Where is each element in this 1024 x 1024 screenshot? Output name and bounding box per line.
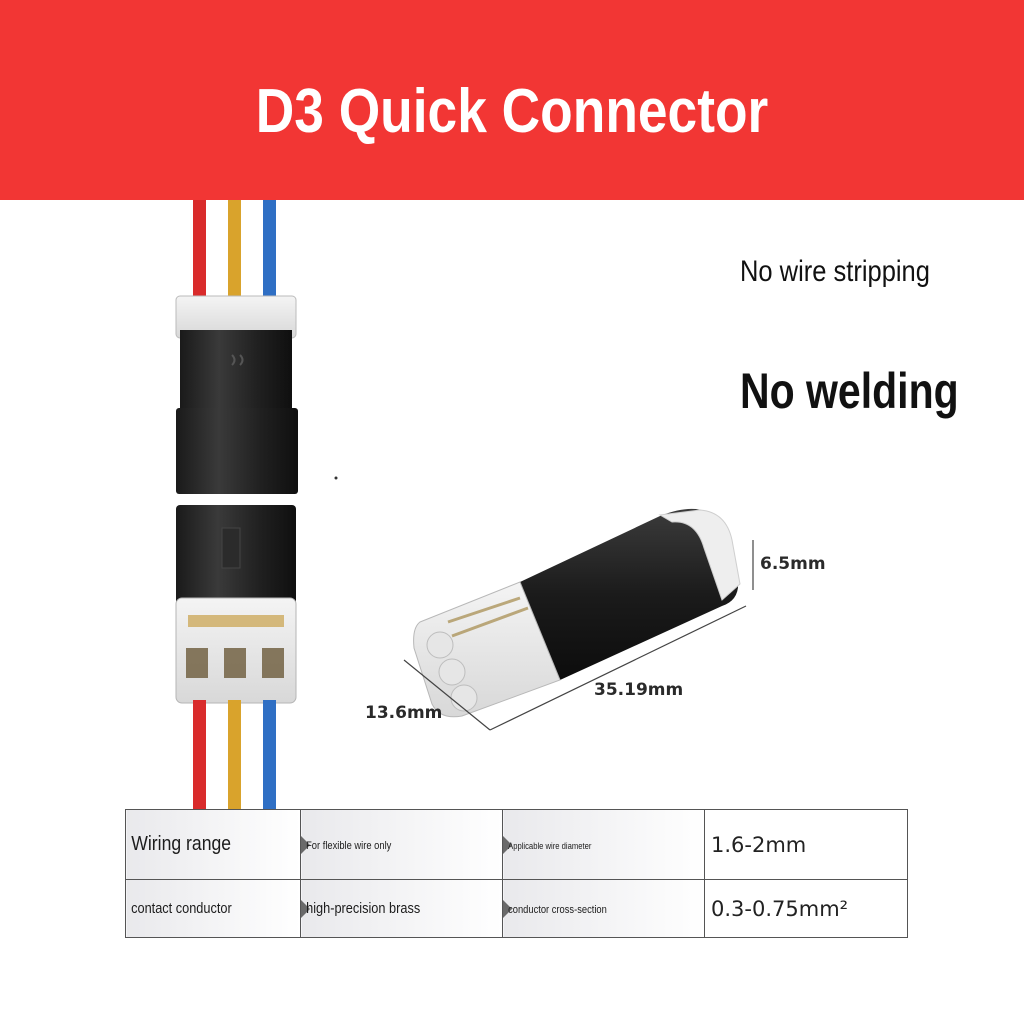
- spec-table: Wiring range For flexible wire only Appl…: [125, 809, 908, 938]
- dimension-lines: [403, 540, 754, 731]
- triangle-marker-icon: [301, 835, 310, 854]
- dimension-length: 35.19mm: [594, 680, 684, 700]
- spec-value: 0.3-0.75mm²: [711, 896, 849, 921]
- spec-label-cell: conductor cross-section: [502, 879, 705, 938]
- title-banner: D3 Quick Connector: [0, 0, 1024, 200]
- bottom-connector: [175, 505, 297, 704]
- dimension-width: 13.6mm: [365, 703, 443, 723]
- triangle-marker-icon: [503, 835, 512, 854]
- top-connector: [175, 295, 298, 494]
- spec-value: 1.6-2mm: [711, 832, 807, 857]
- angled-connector: [413, 508, 741, 718]
- table-row: contact conductor high-precision brass c…: [125, 879, 908, 938]
- triangle-marker-icon: [301, 899, 310, 918]
- spec-label-cell: Applicable wire diameter: [502, 809, 705, 880]
- spec-label: Applicable wire diameter: [508, 840, 592, 851]
- top-wires: [193, 200, 276, 300]
- bottom-wires: [193, 700, 276, 810]
- spec-value: For flexible wire only: [306, 839, 392, 852]
- feature-no-wire-stripping: No wire stripping: [740, 255, 930, 288]
- spec-value-cell: high-precision brass: [300, 879, 503, 938]
- spec-label: Wiring range: [131, 833, 232, 855]
- dimension-height: 6.5mm: [760, 554, 826, 574]
- spec-label-cell: contact conductor: [125, 879, 301, 938]
- spec-label-cell: Wiring range: [125, 809, 301, 880]
- feature-no-welding: No welding: [740, 363, 959, 419]
- triangle-marker-icon: [503, 899, 512, 918]
- spec-value-cell: For flexible wire only: [300, 809, 503, 880]
- spec-value-cell: 0.3-0.75mm²: [704, 879, 908, 938]
- table-row: Wiring range For flexible wire only Appl…: [125, 809, 908, 880]
- page-title: D3 Quick Connector: [255, 77, 769, 146]
- spec-label: conductor cross-section: [508, 903, 607, 916]
- spec-value-cell: 1.6-2mm: [704, 809, 908, 880]
- spec-value: high-precision brass: [306, 899, 421, 917]
- connector-illustration: [175, 200, 754, 810]
- spec-label: contact conductor: [131, 899, 232, 917]
